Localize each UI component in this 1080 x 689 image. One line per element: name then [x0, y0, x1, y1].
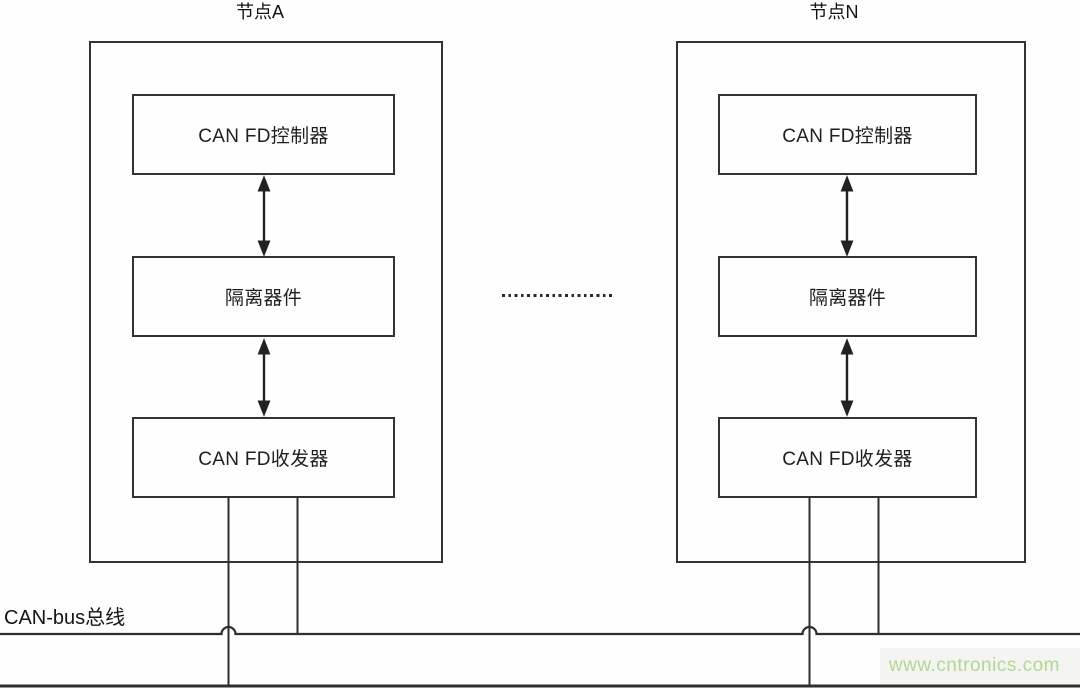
node-a-controller-box: CAN FD控制器: [132, 94, 395, 175]
node-n-arrow-ctrl-iso: [840, 175, 854, 257]
watermark-text: www.cntronics.com: [888, 655, 1060, 676]
node-n-controller-label: CAN FD控制器: [782, 126, 913, 147]
node-a-box: [89, 41, 443, 563]
node-n-isolator-label: 隔离器件: [808, 288, 887, 309]
node-n-arrow-iso-xcvr: [840, 338, 854, 417]
node-n-isolator-box: 隔离器件: [718, 256, 977, 337]
node-n-box: [676, 41, 1026, 563]
bus-wire-upper: [0, 625, 1080, 636]
node-a-title: 节点A: [235, 2, 284, 22]
node-a-controller-label: CAN FD控制器: [198, 126, 329, 147]
node-n-transceiver-box: CAN FD收发器: [718, 417, 977, 498]
node-a-transceiver-label: CAN FD收发器: [198, 449, 329, 470]
watermark: www.cntronics.com: [880, 648, 1080, 684]
can-bus-label: CAN-bus总线: [4, 607, 126, 629]
node-n-title: 节点N: [809, 2, 859, 22]
node-n-controller-box: CAN FD控制器: [718, 94, 977, 175]
node-a-isolator-label: 隔离器件: [224, 288, 303, 309]
node-a-isolator-box: 隔离器件: [132, 256, 395, 337]
node-a-arrow-iso-xcvr: [257, 338, 271, 417]
node-a-transceiver-box: CAN FD收发器: [132, 417, 395, 498]
more-nodes-ellipsis: [502, 294, 615, 297]
node-a-arrow-ctrl-iso: [257, 175, 271, 257]
node-n-transceiver-label: CAN FD收发器: [782, 449, 913, 470]
